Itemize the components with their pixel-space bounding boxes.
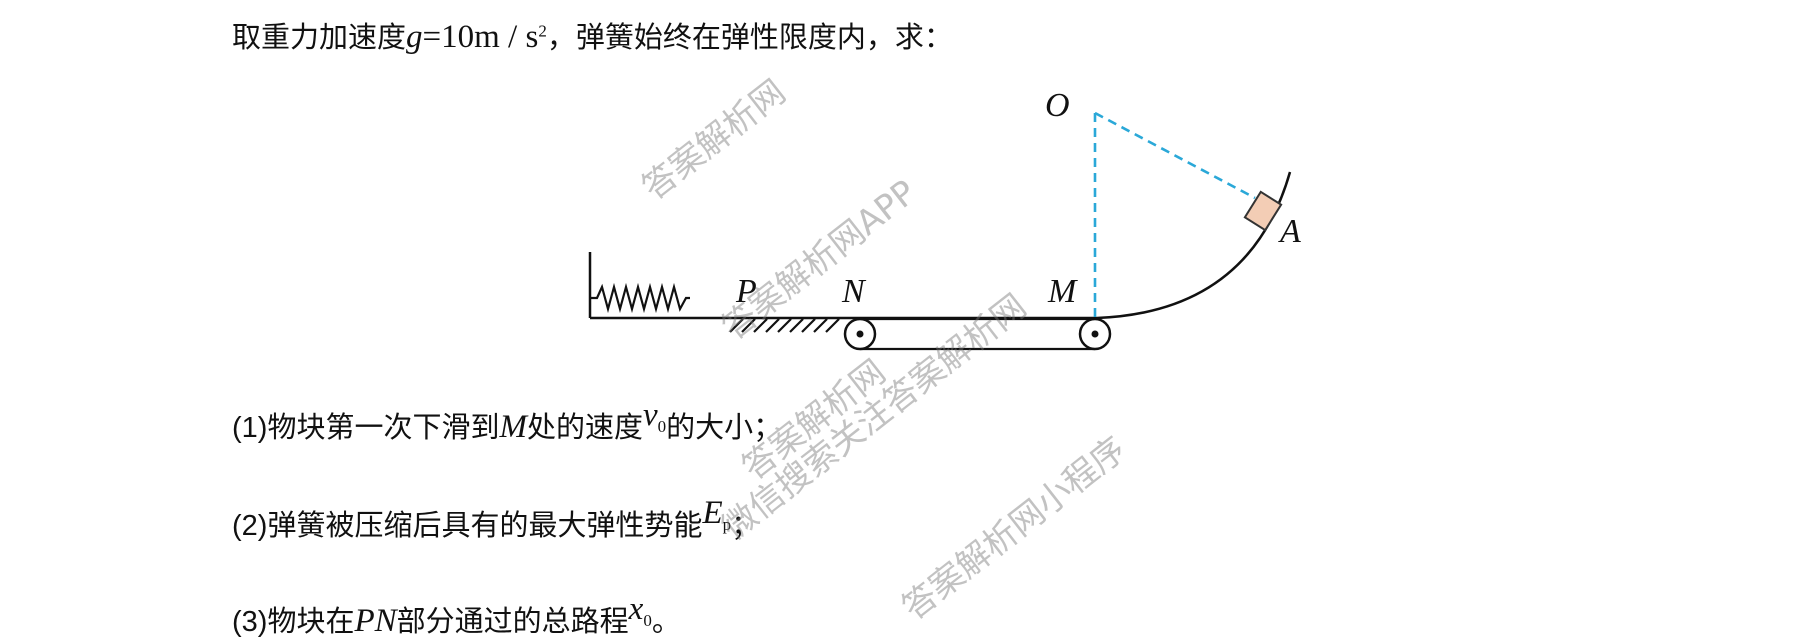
label-a: A <box>1278 213 1301 250</box>
question-1-var: M <box>499 409 527 445</box>
label-n: N <box>841 273 867 310</box>
question-1: (1)物块第一次下滑到M处的速度v0的大小； <box>232 397 783 449</box>
question-2-text-c: ； <box>731 508 761 542</box>
label-m: M <box>1047 273 1078 310</box>
question-1-text-b: 处的速度 <box>526 410 643 444</box>
equals-sign: = <box>422 19 442 55</box>
question-3-var: PN <box>354 603 397 639</box>
label-o: O <box>1045 87 1070 124</box>
question-2-symbol-sub: p <box>722 514 732 534</box>
question-3-text-c: 。 <box>651 604 681 638</box>
intro-line: 取重力加速度g=10m / s2，弹簧始终在弹性限度内，求： <box>232 14 953 56</box>
question-1-symbol-sub: 0 <box>657 416 667 436</box>
question-3: (3)物块在PN部分通过的总路程x0。 <box>232 591 681 643</box>
intro-text-after: ，弹簧始终在弹性限度内，求： <box>546 20 953 54</box>
g-value: 10m / s <box>441 19 539 55</box>
rough-surface-hatch <box>729 318 840 333</box>
spring <box>590 282 690 314</box>
label-p: P <box>735 273 757 310</box>
question-3-label: (3) <box>232 606 268 638</box>
slanted-radius <box>1094 111 1256 200</box>
question-2: (2)弹簧被压缩后具有的最大弹性势能Ep； <box>232 495 761 547</box>
intro-text-before: 取重力加速度 <box>232 20 407 54</box>
conveyor-belt <box>843 317 1112 351</box>
question-1-text-a: 物块第一次下滑到 <box>267 410 500 444</box>
question-2-symbol: E <box>702 495 723 531</box>
g-symbol: g <box>406 19 423 55</box>
question-1-text-c: 的大小； <box>666 410 783 444</box>
question-3-text-a: 物块在 <box>267 604 355 638</box>
block-a <box>1243 190 1283 232</box>
question-3-symbol: x <box>628 591 644 627</box>
question-2-label: (2) <box>232 510 268 542</box>
g-exponent: 2 <box>538 21 547 41</box>
question-3-symbol-sub: 0 <box>643 610 652 630</box>
question-1-symbol: v <box>642 397 658 433</box>
question-3-text-b: 部分通过的总路程 <box>396 604 629 638</box>
question-2-text-a: 弹簧被压缩后具有的最大弹性势能 <box>267 508 703 542</box>
question-1-label: (1) <box>232 412 268 444</box>
